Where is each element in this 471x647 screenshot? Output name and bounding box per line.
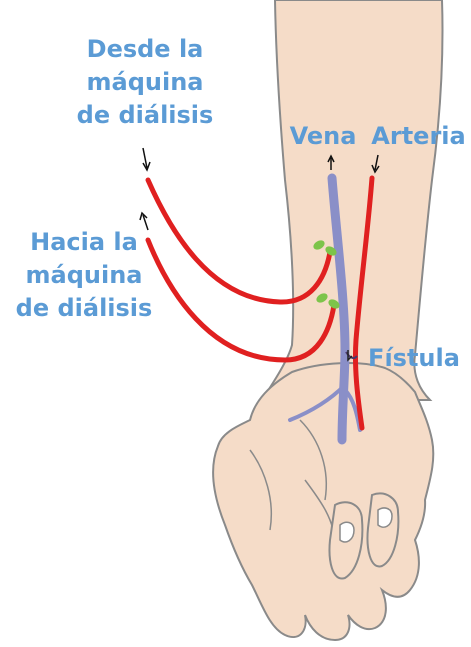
label-vein: Vena <box>283 120 363 153</box>
label-line: máquina <box>0 259 168 292</box>
label-line: Desde la <box>60 33 230 66</box>
label-fistula: Fístula <box>360 342 468 375</box>
label-line: de diálisis <box>0 292 168 325</box>
label-artery: Arteria <box>366 120 471 153</box>
label-line: de diálisis <box>60 99 230 132</box>
label-line: máquina <box>60 66 230 99</box>
finger-nail <box>378 508 392 527</box>
label-to-machine: Hacia la máquina de diálisis <box>0 226 168 325</box>
arrow-down-icon <box>143 148 150 170</box>
label-line: Hacia la <box>0 226 168 259</box>
label-from-machine: Desde la máquina de diálisis <box>60 33 230 132</box>
forearm <box>262 0 443 400</box>
finger-nail <box>340 522 354 542</box>
